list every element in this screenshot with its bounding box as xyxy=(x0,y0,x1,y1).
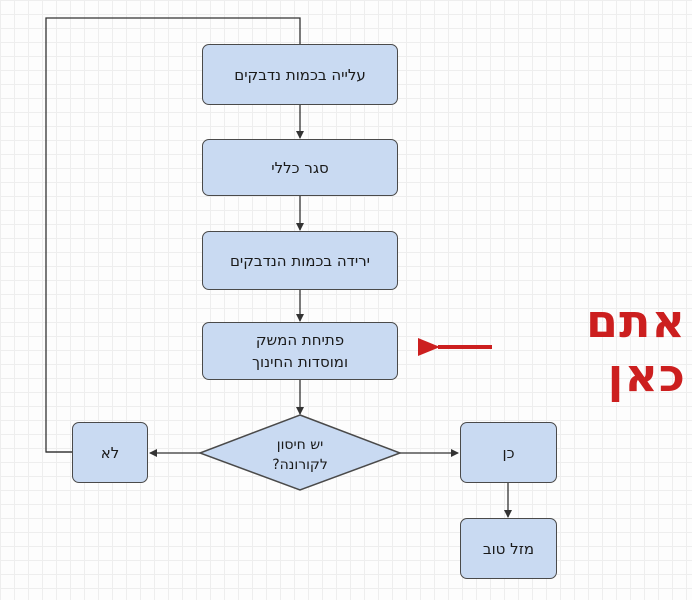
you-are-here-label: אתם כאן xyxy=(586,294,686,402)
step-general-lockdown: סגר כללי xyxy=(202,139,398,196)
branch-no-box: לא xyxy=(72,422,148,483)
step-drop-in-infections: ירידה בכמות הנדבקים xyxy=(202,231,398,290)
branch-yes-box: כן xyxy=(460,422,557,483)
end-good-luck-box: מזל טוב xyxy=(460,518,557,579)
step-reopening-economy-education: פתיחת המשק ומוסדות החינוך xyxy=(202,322,398,380)
decision-vaccine-label: יש חיסון לקורונה? xyxy=(272,437,328,473)
step-rise-in-infections: עלייה בכמות נדבקים xyxy=(202,44,398,105)
decision-diamond xyxy=(197,414,403,491)
